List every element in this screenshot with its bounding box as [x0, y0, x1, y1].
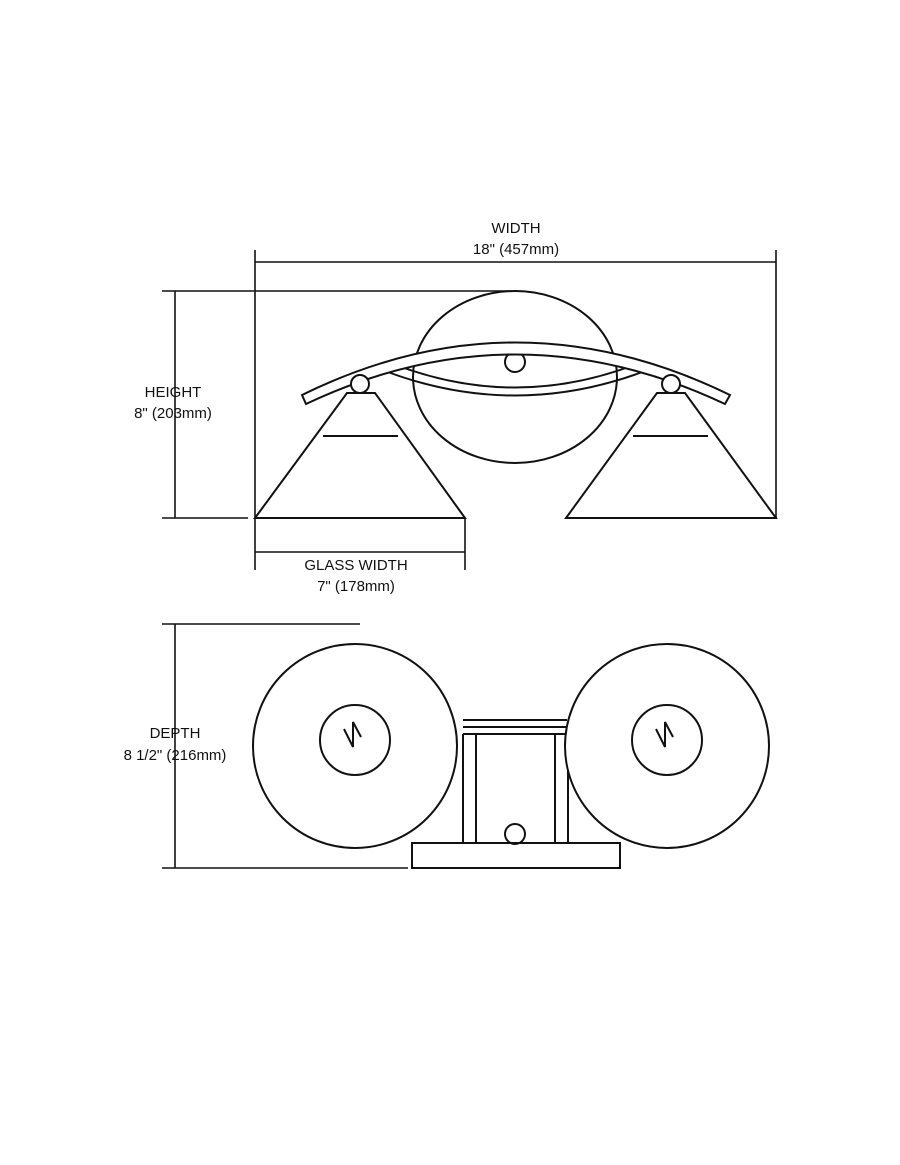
left-globe: [252, 643, 458, 849]
height-dimension: [162, 290, 512, 519]
depth-dimension: [162, 623, 408, 869]
depth-label: DEPTH: [149, 725, 201, 742]
width-dimension: [254, 250, 777, 520]
top-view: [252, 643, 770, 869]
height-value: 8" (203mm): [134, 405, 212, 422]
width-value: 18" (457mm): [472, 241, 560, 258]
glass-width-value: 7" (178mm): [317, 578, 395, 595]
right-shade: [564, 392, 778, 519]
height-label: HEIGHT: [144, 384, 202, 401]
glass-width-label: GLASS WIDTH: [304, 557, 408, 574]
glass-width-dimension: [254, 518, 466, 570]
front-view: [253, 290, 778, 519]
depth-value: 8 1/2" (216mm): [123, 747, 227, 764]
width-label: WIDTH: [491, 220, 541, 237]
right-globe: [564, 643, 770, 849]
